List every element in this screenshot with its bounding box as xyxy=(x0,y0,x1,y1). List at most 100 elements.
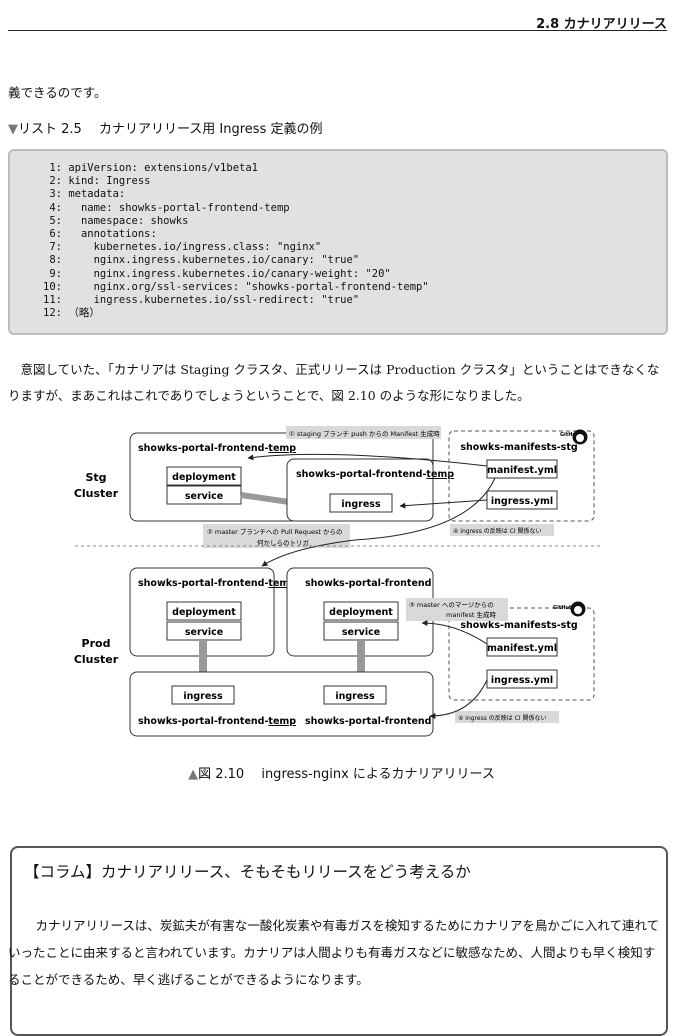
code-line-text: nginx.org/ssl-services: "showks-portal-f… xyxy=(68,280,429,293)
code-line: 7: kubernetes.io/ingress.class: "nginx" xyxy=(40,241,666,254)
code-line-number: 5: xyxy=(49,214,62,227)
figure-caption: ▲図 2.10 ingress-nginx によるカナリアリリース xyxy=(0,763,683,782)
prod-manifest-file-box xyxy=(486,637,558,657)
stg-deployment-box xyxy=(166,466,242,486)
triangle-up-icon: ▲ xyxy=(188,767,199,782)
prod-deployment-label: deployment xyxy=(329,607,393,618)
canary-diagram: Stg Cluster showks-portal-frontend-temp … xyxy=(74,426,600,737)
prod-github-label: GitHub xyxy=(553,605,573,611)
prod-cluster-label-1: Prod xyxy=(82,637,111,650)
code-line-text: annotations: xyxy=(68,228,157,241)
prod-temp-ingress-label: ingress xyxy=(183,691,223,702)
code-line-number: 11: xyxy=(43,294,62,307)
prod-temp-ingress-box xyxy=(171,685,235,705)
column-text-body: カナリアリリースは、炭鉱夫が有害な一酸化炭素や有毒ガスを検知するためにカナリアを… xyxy=(8,918,660,987)
arrow-ingressyml-to-stg-ingress xyxy=(399,499,488,509)
stg-github-icon xyxy=(572,429,588,445)
column-title: 【コラム】カナリアリリース、そもそもリリースをどう考えるか xyxy=(24,863,471,881)
code-line: 11: ingress.kubernetes.io/ssl-redirect: … xyxy=(40,294,666,307)
prod-temp-service-label: service xyxy=(185,627,223,638)
code-line: 1: apiVersion: extensions/v1beta1 xyxy=(40,162,666,175)
note-3-text-line2: manifest 生成時 xyxy=(446,610,497,619)
prod-ingress-label: ingress xyxy=(335,691,375,702)
code-line-text: nginx.ingress.kubernetes.io/canary: "tru… xyxy=(68,254,360,267)
stg-temp-namespace-label: showks-portal-frontend-temp xyxy=(138,443,296,454)
code-line-number: 2: xyxy=(49,175,62,188)
code-line-number: 8: xyxy=(49,254,62,267)
running-header: 2.8 カナリアリリース xyxy=(536,17,667,32)
stg-ingress-file-label: ingress.yml xyxy=(491,496,553,507)
prod-bottom-temp-label: showks-portal-frontend-temp xyxy=(138,716,296,727)
prod-ingress-box xyxy=(323,685,387,705)
arrow-manifest-to-prod xyxy=(261,477,496,567)
stg-github-label: GitHub xyxy=(560,432,580,438)
stg-cluster-label-1: Stg xyxy=(85,471,106,484)
note-1-text: ① staging ブランチ push からの Manifest 生成時 xyxy=(289,429,440,438)
code-line: 3: metadata: xyxy=(40,188,666,201)
stg-manifest-file-box xyxy=(486,459,558,479)
stg-deployment-label: deployment xyxy=(172,472,236,483)
stg-service-label: service xyxy=(185,491,223,502)
code-line-text: namespace: showks xyxy=(68,214,189,227)
header-rule xyxy=(8,30,667,31)
code-line-text: kind: Ingress xyxy=(68,175,151,188)
note-3-text-line1: ③ master へのマージからの xyxy=(409,601,494,609)
prod-temp-deployment-box xyxy=(166,601,242,621)
prod-cluster-label-2: Cluster xyxy=(74,653,119,666)
stg-manifests-repo-box xyxy=(448,430,595,522)
note-3 xyxy=(406,598,508,621)
prod-deployment-box xyxy=(323,601,399,621)
prod-frontend-namespace-label: showks-portal-frontend xyxy=(305,578,431,589)
stg-cluster-label-2: Cluster xyxy=(74,487,119,500)
code-line-number: 1: xyxy=(49,162,62,174)
code-line: 2: kind: Ingress xyxy=(40,175,666,188)
listing-caption: ▼リスト 2.5 カナリアリリース用 Ingress 定義の例 xyxy=(8,118,322,137)
prod-ingress-file-label: ingress.yml xyxy=(491,675,553,686)
code-line: 10: nginx.org/ssl-services: "showks-port… xyxy=(40,281,666,294)
prod-bottom-frontend-label: showks-portal-frontend xyxy=(305,716,431,727)
note-4-stg-text: ④ ingress の反映は CI 関係ない xyxy=(453,527,542,535)
note-4-prod-text: ④ ingress の反映は CI 関係ない xyxy=(458,714,547,722)
code-line-number: 7: xyxy=(49,241,62,254)
note-2-text-line1: ② master ブランチへの Pull Request からの xyxy=(207,527,343,536)
code-line: 9: nginx.ingress.kubernetes.io/canary-we… xyxy=(40,268,666,281)
code-line-number: 4: xyxy=(49,201,62,214)
prod-service-label: service xyxy=(342,627,380,638)
prod-ingress-file-box xyxy=(486,669,558,689)
arrow-ingressyml-to-prod-ingress xyxy=(429,679,488,719)
prod-temp-deployment-label: deployment xyxy=(172,607,236,618)
code-line-text: ingress.kubernetes.io/ssl-redirect: "tru… xyxy=(68,294,360,307)
prod-temp-connector xyxy=(199,640,207,686)
stg-ingress-namespace-label: showks-portal-frontend-temp xyxy=(296,469,454,480)
note-1 xyxy=(286,426,441,439)
note-2-text-line2: 何かしらのトリガ xyxy=(257,538,310,547)
code-line: 6: annotations: xyxy=(40,228,666,241)
stg-ingress-namespace-box xyxy=(286,458,434,522)
intro-text: 義できるのです。 xyxy=(8,85,107,100)
body-paragraph: 意図していた、「カナリアは Staging クラスタ、正式リリースは Produ… xyxy=(8,357,668,409)
stg-manifests-repo-label: showks-manifests-stg xyxy=(460,442,577,453)
code-line-number: 9: xyxy=(49,267,62,280)
prod-manifests-repo-box xyxy=(448,607,595,701)
code-line-text: metadata: xyxy=(68,188,126,201)
listing-caption-text: リスト 2.5 カナリアリリース用 Ingress 定義の例 xyxy=(18,122,323,137)
note-4-stg xyxy=(450,524,554,536)
prod-manifests-repo-label: showks-manifests-stg xyxy=(460,620,577,631)
code-line-number: 3: xyxy=(49,188,62,201)
note-4-prod xyxy=(455,711,559,723)
code-line-number: 10: xyxy=(43,280,62,293)
body-paragraph-text: 意図していた、「カナリアは Staging クラスタ、正式リリースは Produ… xyxy=(8,362,660,403)
column-text: カナリアリリースは、炭鉱夫が有害な一酸化炭素や有毒ガスを検知するためにカナリアを… xyxy=(8,912,663,993)
code-line: 5: namespace: showks xyxy=(40,215,666,228)
code-line: 12: （略） xyxy=(40,307,666,320)
code-line-text: kubernetes.io/ingress.class: "nginx" xyxy=(68,241,322,254)
prod-manifest-file-label: manifest.yml xyxy=(487,643,557,654)
stg-manifest-file-label: manifest.yml xyxy=(487,465,557,476)
code-line-text: name: showks-portal-frontend-temp xyxy=(68,201,290,214)
arrow-manifest-to-stg-temp xyxy=(247,453,488,467)
code-line-text: （略） xyxy=(68,307,100,320)
code-line: 8: nginx.ingress.kubernetes.io/canary: "… xyxy=(40,254,666,267)
code-line-text: apiVersion: extensions/v1beta1 xyxy=(68,162,258,174)
code-line-number: 6: xyxy=(49,228,62,241)
